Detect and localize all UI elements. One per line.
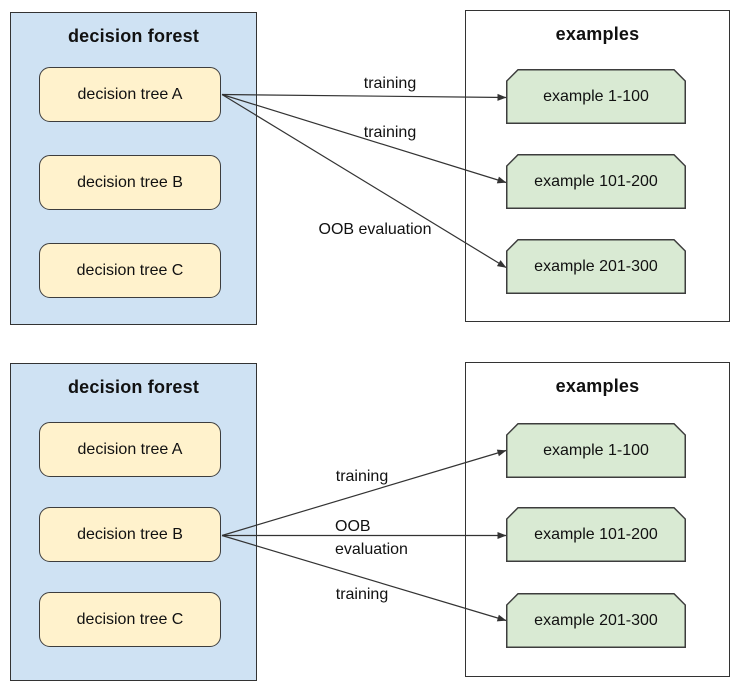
examples-box-bottom: examples example 1-100 example 101-200 e… [465, 362, 730, 677]
snipped-rect-shape [506, 239, 686, 294]
decision-tree-a-node-bottom: decision tree A [39, 422, 221, 477]
arrow-label-bottom-training-1: training [335, 468, 389, 485]
examples-box-top: examples example 1-100 example 101-200 e… [465, 10, 730, 322]
example-201-300-node-top: example 201-300 [506, 239, 686, 294]
example-101-200-node-top: example 101-200 [506, 154, 686, 209]
decision-tree-b-node-top: decision tree B [39, 155, 221, 210]
decision-tree-c-node-bottom: decision tree C [39, 592, 221, 647]
arrow-label-bottom-training-2: training [335, 586, 389, 603]
example-201-300-node-bottom: example 201-300 [506, 593, 686, 648]
snipped-rect-shape [506, 154, 686, 209]
arrow-label-top-training-2: training [363, 124, 417, 141]
decision-tree-c-node-top: decision tree C [39, 243, 221, 298]
example-101-200-node-bottom: example 101-200 [506, 507, 686, 562]
arrow-label-top-oob-evaluation: OOB evaluation [318, 221, 432, 238]
arrow-top-training-1 [221, 93, 507, 101]
examples-title-top: examples [555, 24, 640, 44]
decision-forest-title-bottom: decision forest [67, 377, 200, 397]
decision-forest-box-top: decision forest decision tree A decision… [10, 12, 257, 325]
decision-tree-b-node-bottom: decision tree B [39, 507, 221, 562]
example-1-100-node-top: example 1-100 [506, 69, 686, 124]
decision-forest-box-bottom: decision forest decision tree A decision… [10, 363, 257, 681]
snipped-rect-shape [506, 507, 686, 562]
arrow-top-oob-evaluation [221, 93, 507, 269]
example-1-100-node-bottom: example 1-100 [506, 423, 686, 478]
arrow-label-bottom-oob-evaluation: OOB evaluation [335, 518, 408, 558]
decision-forest-title-top: decision forest [67, 26, 200, 46]
examples-title-bottom: examples [555, 376, 640, 396]
arrow-label-top-training-1: training [363, 75, 417, 92]
snipped-rect-shape [506, 423, 686, 478]
snipped-rect-shape [506, 593, 686, 648]
snipped-rect-shape [506, 69, 686, 124]
decision-tree-a-node-top: decision tree A [39, 67, 221, 122]
